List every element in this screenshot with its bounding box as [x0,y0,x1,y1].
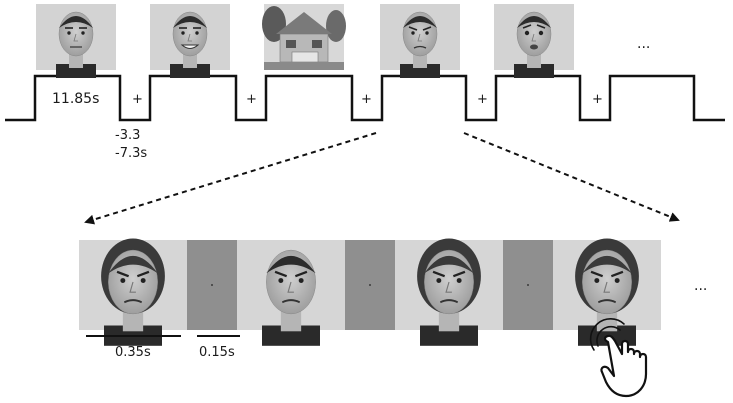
expand-arrow-left [84,132,377,225]
fixation-cross: + [592,92,603,107]
trial-more-marker: ... [694,278,707,294]
block-more-marker: ... [637,36,650,52]
trial-face-frame [237,240,345,346]
block-duration-label: 11.85s [52,91,99,107]
trial-blank-frame [345,240,395,330]
trial-blank-frame [503,240,553,330]
face-stimulus-image [380,4,460,78]
rest-duration-label-line2: -7.3s [115,146,147,161]
block-timeline-waveform [5,74,725,122]
face-stimulus-image [150,4,230,78]
blank-duration-label: 0.15s [199,345,235,360]
trial-sequence-strip [79,238,661,346]
block-stimuli-row [36,4,574,78]
fixation-crosses: + + + + + [132,92,603,107]
face-stimulus-image [494,4,574,78]
house-stimulus-image [262,4,346,70]
trial-face-frame [395,238,503,346]
trial-face-frame [553,238,661,346]
rest-duration-label-line1: -3.3 [115,128,140,143]
expand-arrow-right [463,132,680,222]
trial-blank-frame [187,240,237,330]
trial-face-frame [79,238,187,346]
fixation-cross: + [132,92,143,107]
fixation-cross: + [361,92,372,107]
face-stimulus-image [36,4,116,78]
fixation-cross: + [477,92,488,107]
face-duration-label: 0.35s [115,345,151,360]
fixation-cross: + [246,92,257,107]
pointing-hand-icon [589,318,648,398]
